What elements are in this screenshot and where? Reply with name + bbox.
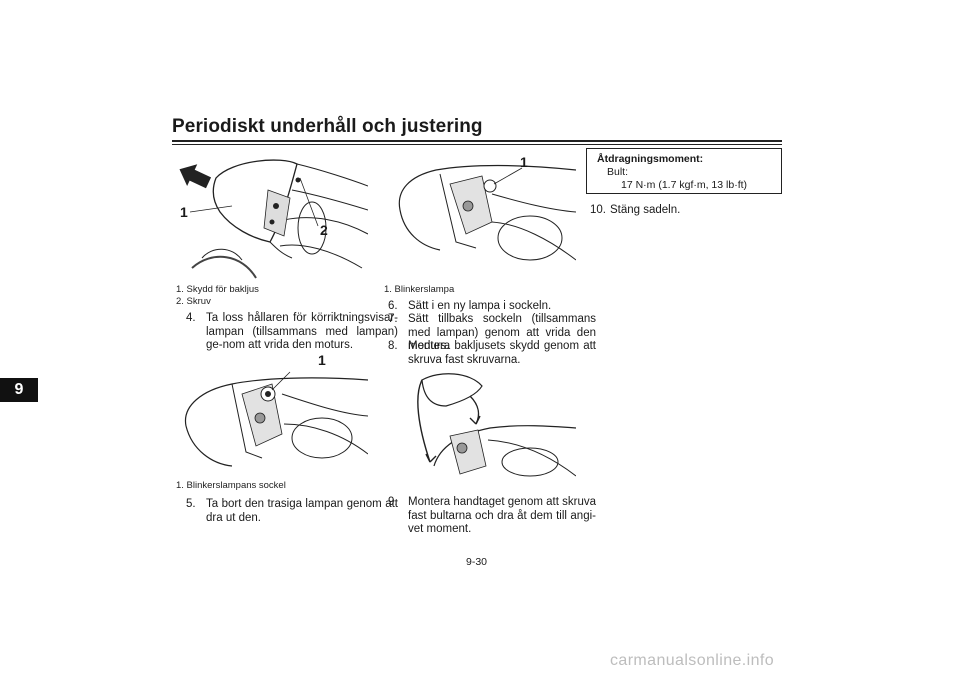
figure3-caption: 1. Blinkerslampa	[384, 284, 454, 296]
header-rule	[172, 140, 782, 142]
step-text: Sätt i en ny lampa i sockeln.	[408, 300, 552, 312]
callout-1: 1	[318, 352, 326, 368]
header-rule-thin	[172, 144, 782, 145]
step-number: 6.	[388, 300, 398, 312]
step-number: 5.	[186, 498, 196, 510]
step-number: 8.	[388, 340, 398, 352]
step-6: 6. Sätt i en ny lampa i sockeln.	[388, 300, 596, 314]
figure1-caption: 1. Skydd för bakljus 2. Skruv	[176, 284, 259, 308]
figure-blinker-lamp: 1	[380, 150, 576, 280]
step-4: 4. Ta loss hållaren för körriktningsvisar…	[186, 312, 398, 353]
step-number: 9.	[388, 496, 398, 508]
callout-1: 1	[520, 154, 528, 170]
step-5: 5. Ta bort den trasiga lampan genom att d…	[186, 498, 398, 525]
torque-title: Åtdragningsmoment:	[597, 153, 704, 165]
torque-value: 17 N·m (1.7 kgf·m, 13 lb·ft)	[621, 179, 748, 191]
step-7: 7. Sätt tillbaks sockeln (tillsammans med…	[388, 313, 596, 354]
figure-taillight-cover: 1 2	[172, 150, 368, 282]
direction-arrow-icon	[179, 164, 212, 189]
figure2-caption: 1. Blinkerslampans sockel	[176, 480, 286, 492]
step-text: Montera bakljusets skydd genom att skruv…	[408, 340, 596, 366]
caption-item: 1. Blinkerslampa	[384, 284, 455, 295]
figure-bulb-socket-illustration	[184, 371, 368, 467]
callout-1: 1	[180, 204, 188, 220]
page-number: 9-30	[466, 556, 488, 568]
step-8: 8. Montera bakljusets skydd genom att skr…	[388, 340, 596, 367]
watermark: carmanualsonline.info	[610, 652, 775, 669]
figure-bulb-socket: 1	[172, 352, 368, 478]
figure-blinker-lamp-illustration	[398, 164, 576, 261]
figure-cover-install-illustration	[417, 373, 576, 477]
caption-item: 1. Blinkerslampans sockel	[176, 480, 286, 491]
step-text: Sätt tillbaks sockeln (tillsammans med l…	[408, 313, 596, 352]
callout-2: 2	[320, 222, 328, 238]
torque-item: Bult:	[607, 166, 629, 178]
step-number: 10.	[590, 204, 606, 216]
page-title: Periodiskt underhåll och justering	[172, 116, 483, 137]
step-number: 7.	[388, 313, 398, 325]
step-text: Ta loss hållaren för körriktningsvisar-l…	[206, 312, 398, 351]
caption-item: 2. Skruv	[176, 296, 211, 307]
figure-taillight-cover-illustration	[179, 159, 368, 279]
figure-cover-install	[400, 366, 576, 484]
torque-spec-box: Åtdragningsmoment: Bult: 17 N·m (1.7 kgf…	[586, 148, 782, 194]
step-text: Montera handtaget genom att skruva fast …	[408, 496, 596, 535]
step-text: Ta bort den trasiga lampan genom att dra…	[206, 498, 398, 524]
step-number: 4.	[186, 312, 196, 324]
chapter-tab: 9	[0, 378, 38, 402]
step-10: 10. Stäng sadeln.	[590, 204, 802, 218]
step-9: 9. Montera handtaget genom att skruva fas…	[388, 496, 596, 537]
step-text: Stäng sadeln.	[610, 204, 681, 216]
caption-item: 1. Skydd för bakljus	[176, 284, 259, 295]
